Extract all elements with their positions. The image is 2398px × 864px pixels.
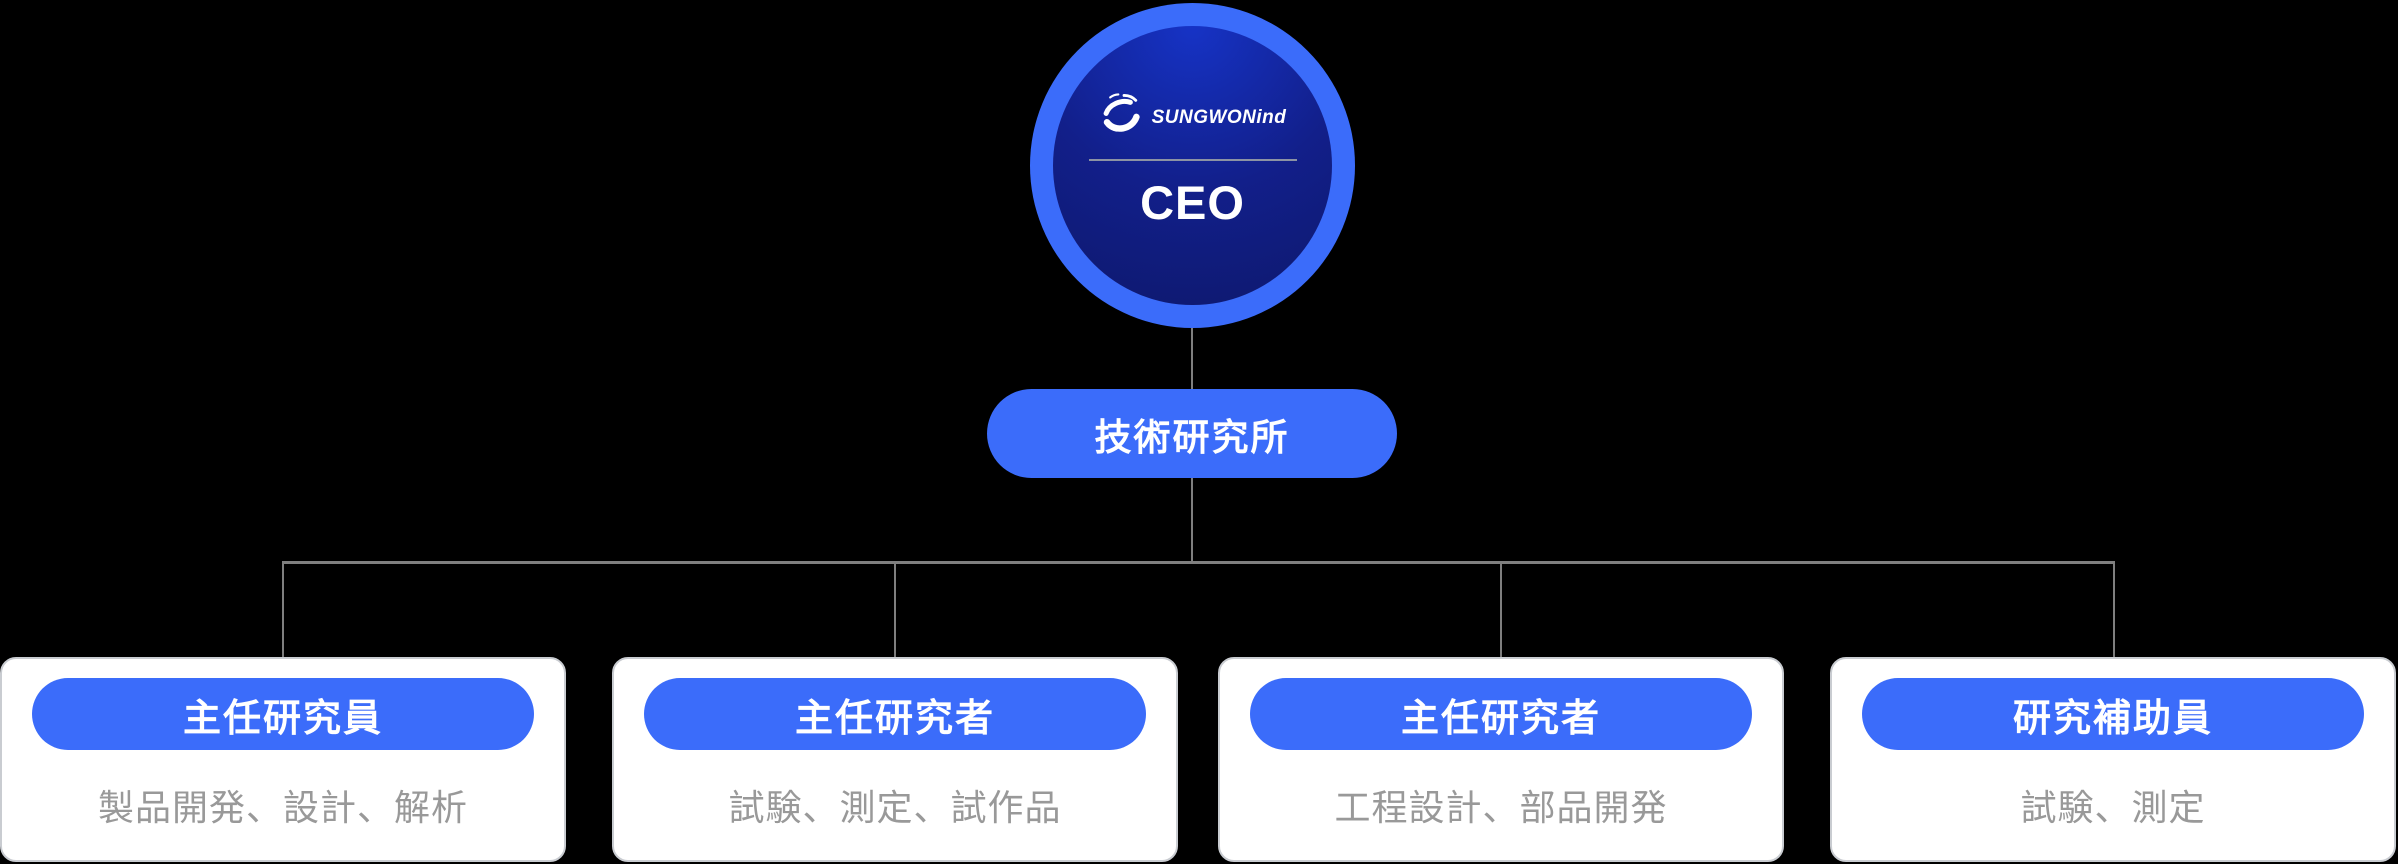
connector-bus — [282, 561, 2115, 564]
division-label: 技術研究所 — [1094, 416, 1290, 458]
department-card-2: 主任研究者 試験、測定、試作品 — [612, 657, 1178, 862]
department-title-pill: 研究補助員 — [1862, 678, 2364, 750]
department-description: 工程設計、部品開発 — [1334, 787, 1668, 828]
connector-drop-4 — [2113, 561, 2115, 657]
sungwon-swoosh-globe-icon — [1103, 93, 1140, 132]
department-description: 製品開発、設計、解析 — [97, 787, 468, 828]
department-title-pill: 主任研究者 — [1250, 678, 1752, 750]
connector-drop-3 — [1500, 561, 1502, 657]
department-title-pill: 主任研究員 — [32, 678, 534, 750]
connector-ceo-to-division — [1191, 328, 1193, 389]
division-node: 技術研究所 — [987, 389, 1397, 478]
ceo-node-inner: SUNGWONind CEO — [1053, 26, 1332, 305]
department-description: 試験、測定 — [2020, 787, 2206, 828]
department-description: 試験、測定、試作品 — [728, 787, 1062, 828]
connector-drop-1 — [282, 561, 284, 657]
department-title: 研究補助員 — [2012, 697, 2213, 740]
department-title-pill: 主任研究者 — [644, 678, 1146, 750]
ceo-node: SUNGWONind CEO — [1030, 3, 1355, 328]
connector-division-to-bus — [1191, 478, 1193, 562]
company-logo: SUNGWONind — [1099, 88, 1287, 138]
connector-drop-2 — [894, 561, 896, 657]
department-card-1: 主任研究員 製品開発、設計、解析 — [0, 657, 566, 862]
ceo-title: CEO — [1140, 176, 1245, 229]
department-title: 主任研究員 — [182, 697, 383, 740]
department-card-3: 主任研究者 工程設計、部品開発 — [1218, 657, 1784, 862]
department-title: 主任研究者 — [794, 697, 995, 740]
ceo-divider-line — [1088, 159, 1297, 161]
department-card-4: 研究補助員 試験、測定 — [1830, 657, 2396, 862]
company-logo-wordmark: SUNGWONind — [1151, 107, 1287, 128]
department-title: 主任研究者 — [1400, 697, 1601, 740]
